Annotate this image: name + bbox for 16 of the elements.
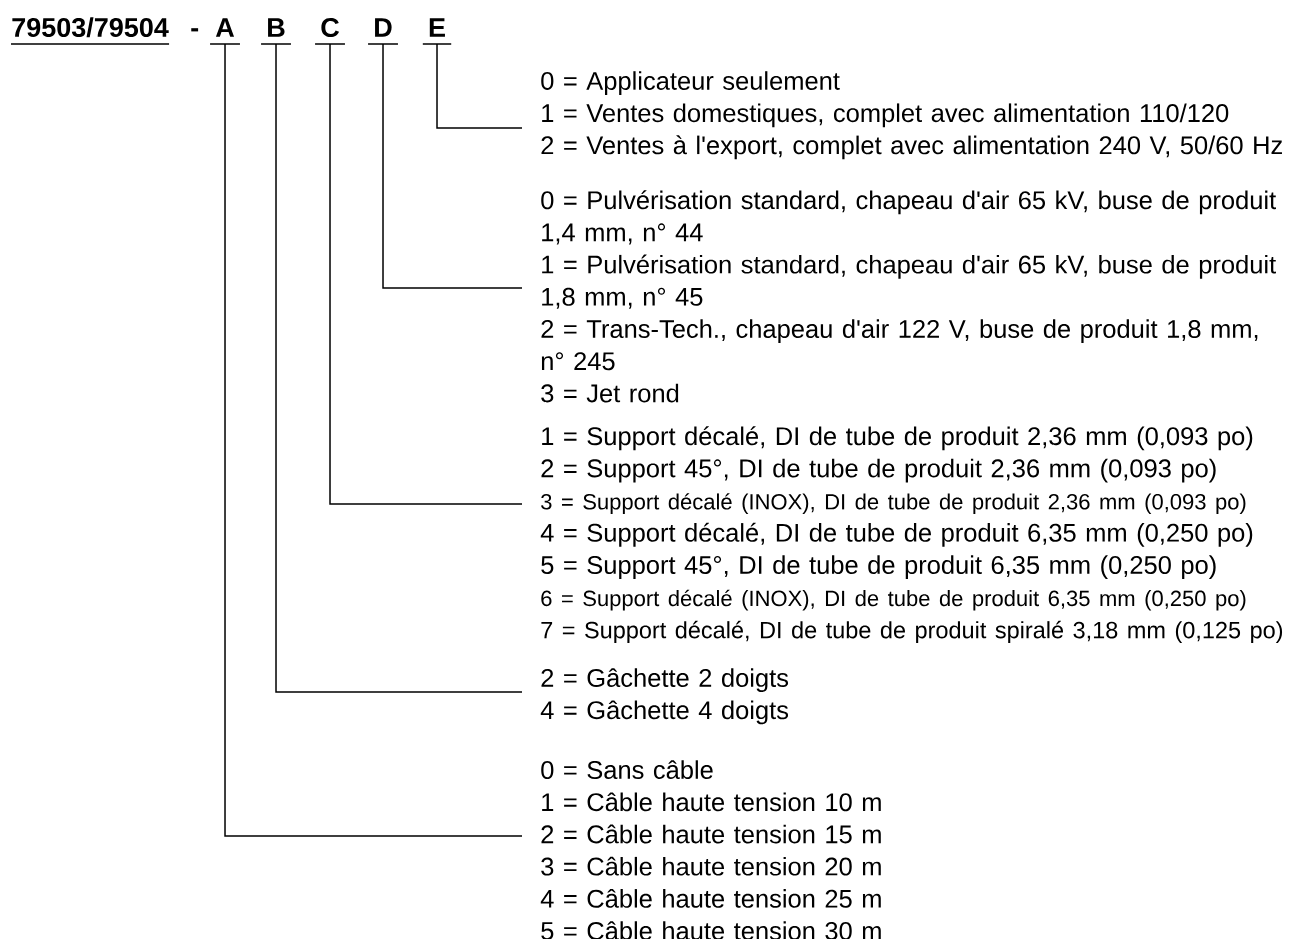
separator-dash: - <box>191 28 199 32</box>
code-letter: A <box>209 18 241 45</box>
option-list: 1 = Support décalé, DI de tube de produit 2,36 mm (0,093 po) 2 = Support 45°, DI de tube de produit 2,36 mm (0,093 po) 3 = Support décalé (INOX), DI de tube de produit 2,36 mm (0,093 po) 4 = Support décalé, DI de tube de produit 6,35 mm (0,250 po) 5 = Support 45°, DI de tube de produit 6,35 mm (0,250 po) 6 = Support décalé (INOX), DI de tube de produit 6,35 mm (0,250 po) 7 = Support décalé, DI de tube de produit spiralé 3,18 mm (0,125 po) <box>540 426 1283 644</box>
leader-line <box>329 43 523 505</box>
leader-line <box>275 43 523 693</box>
leader-line <box>382 43 523 289</box>
leader-line <box>436 43 523 129</box>
code-letter: D <box>367 18 399 45</box>
option-list: 0 = Pulvérisation standard, chapeau d'air 65 kV, buse de produit 1,4 mm, n° 44 1 = Pulvérisation standard, chapeau d'air 65 kV, buse de produit 1,8 mm, n° 45 2 = Trans-Tech., chapeau d'air 122 V, buse de produit 1,8 mm, n° 245 3 = Jet rond <box>541 190 1276 403</box>
option-list: 2 = Gâchette 2 doigts 4 = Gâchette 4 doigts <box>540 668 789 725</box>
part-number: 79503/79504 <box>10 17 170 45</box>
option-list: 0 = Applicateur seulement 1 = Ventes domestiques, complet avec alimentation 110/120 2 = Ventes à l'export, complet avec alimentation 240 V, 50/60 Hz <box>541 71 1282 160</box>
leader-line <box>224 43 523 837</box>
code-letter: C <box>314 17 346 45</box>
code-letter: E <box>422 18 452 45</box>
code-letter: B <box>260 18 292 45</box>
